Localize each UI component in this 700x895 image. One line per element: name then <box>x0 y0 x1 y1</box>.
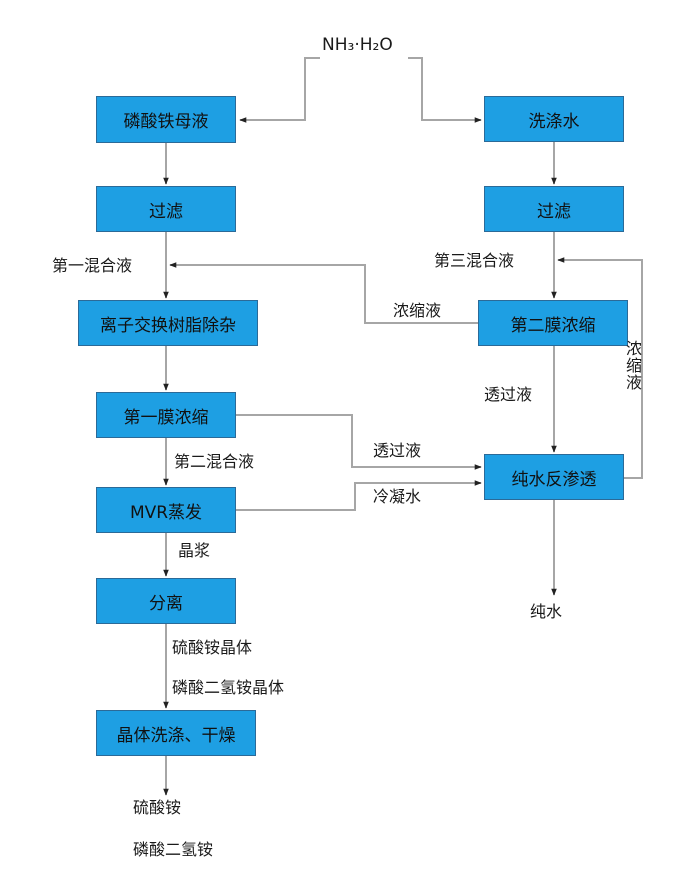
node-filter-left: 过滤 <box>96 186 236 232</box>
first-membrane-permeate-arrow <box>236 414 482 470</box>
node-mvr: MVR蒸发 <box>96 487 236 533</box>
node-wash-water: 洗涤水 <box>484 96 624 142</box>
mvr-condensate-arrow <box>236 480 482 511</box>
reagent-to-mother-liquor-arrow <box>239 57 320 123</box>
label-ammonium-sulfate-crystal: 硫酸铵晶体 <box>172 638 253 657</box>
label-permeate-right: 透过液 <box>484 385 533 404</box>
label-map-crystal: 磷酸二氢铵晶体 <box>172 678 285 697</box>
node-crystal-wash-dry: 晶体洗涤、干燥 <box>96 710 256 756</box>
ro-concentrate-recycle-arrow <box>557 257 643 479</box>
node-second-membrane: 第二膜浓缩 <box>478 300 628 346</box>
second-membrane-concentrate-recycle-arrow <box>169 262 478 324</box>
label-permeate-middle: 透过液 <box>373 441 422 460</box>
label-product-ammonium-sulfate: 硫酸铵 <box>133 798 182 817</box>
label-second-mixture: 第二混合液 <box>174 452 255 471</box>
label-pure-water: 纯水 <box>530 602 563 621</box>
node-first-membrane: 第一膜浓缩 <box>96 392 236 438</box>
reagent-to-wash-water-arrow <box>408 57 482 123</box>
reagent-label: NH₃·H₂O <box>322 35 393 55</box>
label-product-map: 磷酸二氢铵 <box>133 840 214 859</box>
label-concentrate-horizontal: 浓缩液 <box>393 301 442 320</box>
node-mother-liquor: 磷酸铁母液 <box>96 96 236 143</box>
node-reverse-osmosis: 纯水反渗透 <box>484 454 624 500</box>
node-filter-right: 过滤 <box>484 186 624 232</box>
label-third-mixture: 第三混合液 <box>434 251 515 270</box>
node-ion-exchange: 离子交换树脂除杂 <box>78 300 258 346</box>
label-first-mixture: 第一混合液 <box>52 256 133 275</box>
label-condensate: 冷凝水 <box>373 487 422 506</box>
label-concentrate-vertical: 浓缩液 <box>623 340 642 391</box>
label-slurry: 晶浆 <box>178 541 211 560</box>
node-separation: 分离 <box>96 578 236 624</box>
